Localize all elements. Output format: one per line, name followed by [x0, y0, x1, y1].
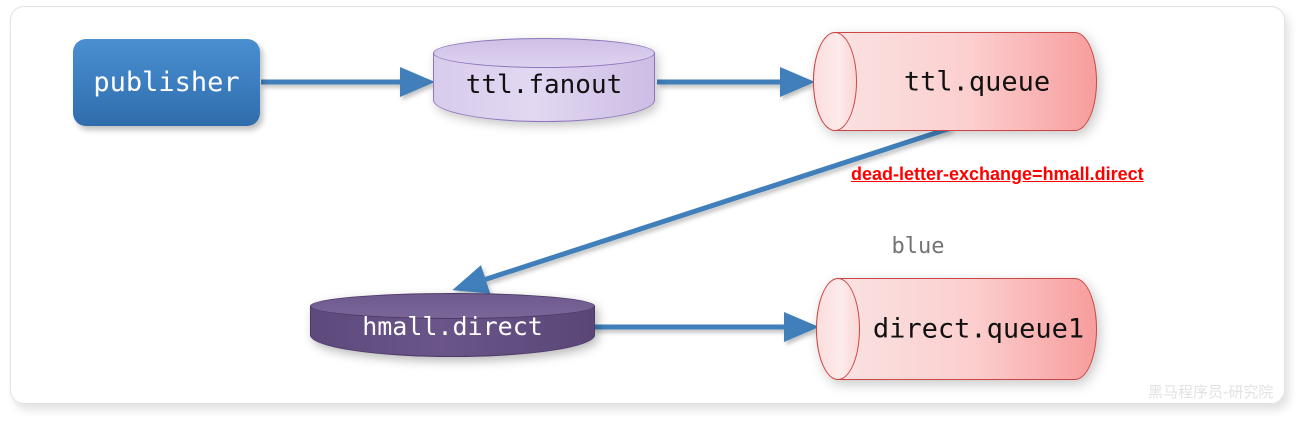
routing-key-blue-label: blue — [891, 234, 945, 259]
cylinder-cap — [813, 32, 857, 131]
node-publisher-label: publisher — [93, 67, 240, 98]
node-ttl-queue-label: ttl.queue — [903, 66, 1051, 97]
node-ttl-fanout-label: ttl.fanout — [465, 70, 623, 100]
cylinder-top — [433, 38, 655, 68]
node-direct-queue1-label: direct.queue1 — [872, 313, 1085, 345]
cylinder-top — [310, 293, 595, 319]
node-ttl-queue[interactable]: ttl.queue — [813, 32, 1097, 131]
node-publisher[interactable]: publisher — [73, 39, 260, 126]
node-hmall-direct[interactable]: hmall.direct — [310, 293, 595, 357]
watermark: 黑马程序员-研究院 — [1148, 383, 1274, 401]
node-direct-queue1[interactable]: direct.queue1 — [816, 278, 1097, 380]
node-ttl-fanout[interactable]: ttl.fanout — [433, 38, 655, 122]
cylinder-cap — [816, 278, 860, 380]
cylinder-body — [813, 32, 1097, 131]
dead-letter-exchange-note: dead-letter-exchange=hmall.direct — [851, 164, 1144, 184]
cylinder-body — [816, 278, 1097, 380]
node-hmall-direct-label: hmall.direct — [362, 312, 543, 341]
